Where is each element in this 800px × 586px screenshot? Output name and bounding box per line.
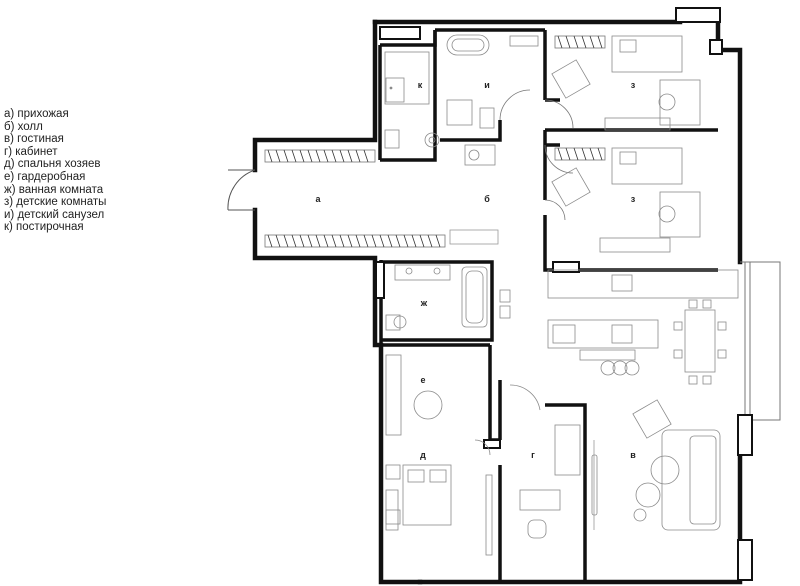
room-label-kids-room-1: з xyxy=(631,80,636,90)
window-pier xyxy=(737,539,753,581)
legend-item: д) спальня хозяев xyxy=(4,158,101,171)
entry-door xyxy=(227,169,256,211)
exterior-walls xyxy=(252,9,743,585)
wall-block xyxy=(379,26,421,40)
legend-item: ж) ванная комната xyxy=(4,183,104,196)
legend-item: г) кабинет xyxy=(4,145,58,158)
room-label-laundry: к xyxy=(418,80,423,90)
legend-item: и) детский санузел xyxy=(4,208,105,221)
wardrobe-hatching xyxy=(264,35,606,248)
legend-item: к) постирочная xyxy=(4,221,84,234)
furniture xyxy=(384,34,739,556)
room-label-entry: а xyxy=(315,194,321,204)
legend-item: е) гардеробная xyxy=(4,170,86,183)
room-label-office: г xyxy=(531,450,535,460)
room-label-wardrobe: е xyxy=(420,375,425,385)
wall-block xyxy=(709,39,723,55)
window-pier xyxy=(737,414,753,456)
wall-block xyxy=(675,7,721,23)
wall-block xyxy=(375,261,385,299)
legend-item: б) холл xyxy=(4,120,43,133)
room-label-kids-room-2: з xyxy=(631,194,636,204)
room-label-hall: б xyxy=(484,194,490,204)
room-label-bathroom: ж xyxy=(420,298,428,308)
room-label-master-bedroom: д xyxy=(420,450,426,460)
hall-cabinet xyxy=(449,229,499,245)
wall-block xyxy=(552,261,580,273)
room-label-kids-bathroom: и xyxy=(484,80,490,90)
room-labels: а б в г д е ж з з и к xyxy=(315,80,636,460)
legend-item: в) гостиная xyxy=(4,133,64,146)
legend-item: з) детские комнаты xyxy=(4,196,107,209)
interior-walls xyxy=(378,28,718,582)
legend-item: а) прихожая xyxy=(4,108,69,120)
room-label-living: в xyxy=(630,450,636,460)
bay-window xyxy=(740,261,781,421)
legend-list: а) прихожая б) холл в) гостиная г) кабин… xyxy=(4,108,106,234)
wall-block xyxy=(483,439,501,449)
